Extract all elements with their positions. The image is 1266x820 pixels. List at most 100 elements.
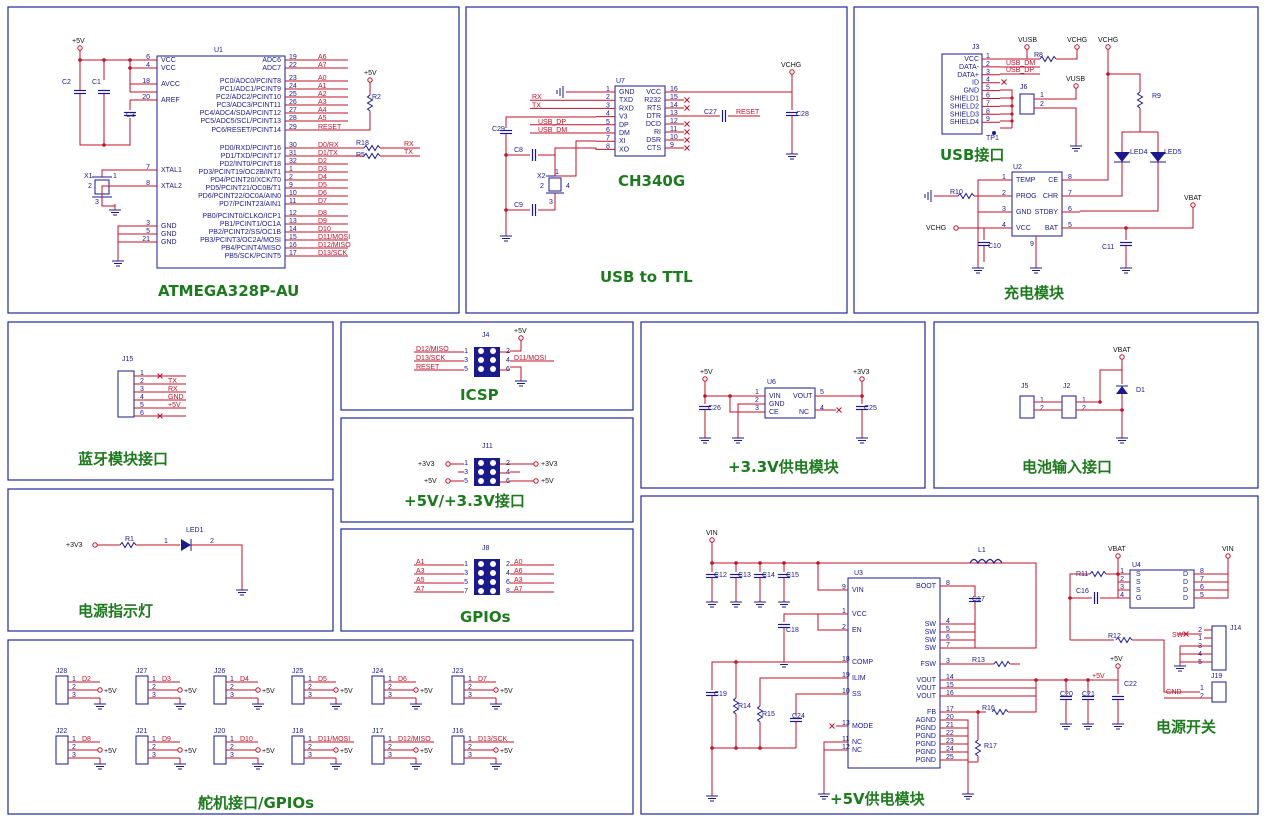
ch340-pin-name: RTS [647,105,661,112]
u3-pin-num: 14 [946,674,954,681]
mcu-pin-num: 29 [289,124,297,131]
svg-text:1: 1 [1200,685,1204,692]
mcu-pin-name: PD5/PCINT21/OC0B/T1 [206,185,282,192]
usb-j3-box [941,53,983,135]
usb-pin-name: DATA+ [957,72,979,79]
mcu-net-label: D0/RX [318,142,339,149]
c27-label: C27 [704,109,717,116]
svg-text:3: 3 [755,405,759,412]
mcu-pin-name: PD3/PCINT19/OC2B/INT1 [199,169,282,176]
bt-pin-num: 2 [140,378,144,385]
d1-label: D1 [1136,387,1145,394]
ch340-pin-name: XI [619,138,626,145]
j11-pin-num: 5 [464,478,468,485]
servo-vcc: +5V [420,688,433,695]
c12-label: C12 [714,572,727,579]
servo-vcc: +5V [340,748,353,755]
mcu-pin-num: 21 [142,236,150,243]
gpio-pin-num: 3 [464,570,468,577]
charge-pin-name: TEMP [1016,177,1036,184]
j11-net-right: +5V [541,478,554,485]
u4-pin-name: D [1183,579,1188,586]
gpio-pin-num: 8 [506,588,510,595]
title-icsp: ICSP [460,386,499,404]
u3-pin-name: ILIM [852,675,866,682]
ch340-net-label: RX [532,94,542,101]
mcu-net-label: D3 [318,166,327,173]
title-gpios: GPIOs [460,608,511,626]
ch340-pin-num: 6 [606,127,610,134]
led1-symbol [181,539,191,551]
r10-label: R10 [950,189,963,196]
ch340-pin-name: GND [619,89,635,96]
servo-pin-num: 2 [230,744,234,751]
u3-pin-num: 9 [842,584,846,591]
servo-pin-num: 3 [468,752,472,759]
frame-icsp [340,321,634,411]
svg-text:3: 3 [549,199,553,206]
c16-label: C16 [1076,588,1089,595]
u3-pin-num: 16 [946,690,954,697]
j3-ref: J3 [972,44,980,51]
u3-pin-num: 4 [946,618,950,625]
servo-pin-num: 2 [72,684,76,691]
servo-pin-num: 3 [308,692,312,699]
mcu-pin-name: VCC [161,57,176,64]
ch340-pin-name: DTR [647,113,661,120]
svg-text:2: 2 [1040,405,1044,412]
u4-pin-name: D [1183,587,1188,594]
usb-pin-name: VCC [964,56,979,63]
r13-label: R13 [972,657,985,664]
vchg-net: VCHG [781,62,801,69]
usb-dp-net: USB_DP [1006,67,1034,74]
c9-label: C9 [514,202,523,209]
ch340-net-label: TX [532,102,541,109]
mcu-net-label: D2 [318,158,327,165]
frame-5v-boost [640,495,1259,815]
servo-pin-num: 2 [152,684,156,691]
servo-vcc: +5V [340,688,353,695]
servo-vcc: +5V [420,748,433,755]
j14-pin-num: 2 [1198,627,1202,634]
u3-pin-name: VOUT [917,677,937,684]
mcu-ref: U1 [214,47,223,54]
usb-pin-name: ID [972,80,979,87]
mcu-pin-num: 28 [289,115,297,122]
charge-pin-name: BAT [1045,225,1059,232]
j11-pin-num: 1 [464,460,468,467]
u3-pin-name: BOOT [916,583,937,590]
u4-pin-name: D [1183,571,1188,578]
servo-ref: J23 [452,668,463,675]
mcu-pin-num: 25 [289,91,297,98]
svg-text:2: 2 [1200,693,1204,700]
r15-label: R15 [762,711,775,718]
servo-connector [55,675,69,705]
mcu-net-label: D1/TX [318,150,338,157]
mcu-pin-num: 30 [289,142,297,149]
ch340-net-label: USB_DM [538,127,567,134]
u4-pin-num: 8 [1200,568,1204,575]
servo-pin-num: 2 [308,744,312,751]
led4-symbol [1114,152,1130,162]
svg-text:GND: GND [769,401,785,408]
usb-pin-num: 5 [986,85,990,92]
u3-pin-name: VIN [852,587,864,594]
u3-pin-num: 12 [842,744,850,751]
mcu-pin-name: XTAL2 [161,183,182,190]
u3-pin-name: VOUT [917,685,937,692]
u4-pin-name: S [1136,579,1141,586]
u4-pin-name: S [1136,571,1141,578]
u4-chip [1129,569,1195,609]
u3-pin-name: SW [925,629,937,636]
servo-connector [291,675,305,705]
bt-net-label: TX [168,378,177,385]
bt-pin-num: 1 [140,370,144,377]
mcu-net-label: D8 [318,210,327,217]
u3-pin-num: 5 [946,626,950,633]
bt-j15-box [117,370,135,418]
u3-pin-name: PGND [916,725,936,732]
u4-pin-num: 6 [1200,584,1204,591]
